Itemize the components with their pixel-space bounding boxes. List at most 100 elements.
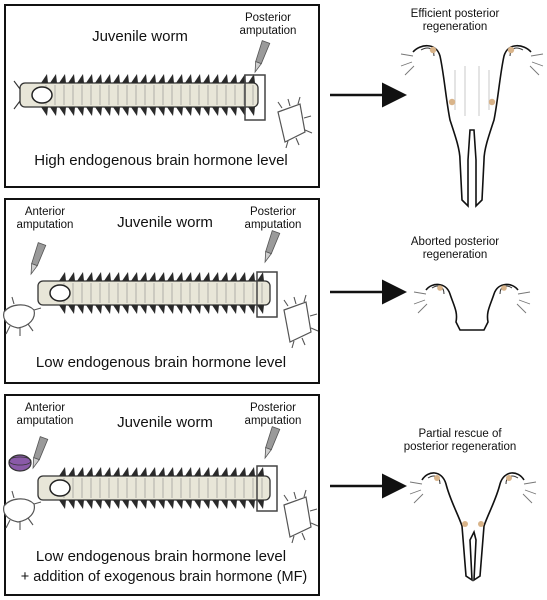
- worm-bristle: [68, 305, 75, 314]
- worm-bristle: [194, 107, 201, 116]
- worm-bristle: [77, 305, 84, 314]
- hormone-label-1: High endogenous brain hormone level: [34, 152, 288, 169]
- worm-bristle: [203, 74, 210, 83]
- worm-bristle: [104, 500, 111, 509]
- worm-bristle: [203, 467, 210, 476]
- worm-bristle: [68, 467, 75, 476]
- worm-bristle: [221, 500, 228, 509]
- petri-dish-icon: [8, 454, 32, 472]
- result-label-2: Aborted posterior regeneration: [410, 236, 500, 262]
- worm-bristle: [257, 305, 264, 314]
- worm-bristle: [131, 74, 138, 83]
- anterior-label-2: Anterior amputation: [16, 206, 74, 232]
- worm-bristle: [122, 467, 129, 476]
- severed-tail-fragment-2: [283, 294, 319, 349]
- worm-bristle: [59, 74, 66, 83]
- exogenous-label-3: + addition of exogenous brain hormone (M…: [20, 569, 308, 585]
- worm-bristle: [221, 74, 228, 83]
- worm-bristle: [212, 107, 219, 116]
- worm-bristle: [158, 305, 165, 314]
- worm-bristle: [77, 500, 84, 509]
- worm-bristle: [176, 107, 183, 116]
- worm-bristle: [50, 74, 57, 83]
- worm-bristle: [149, 467, 156, 476]
- worm-bristle: [203, 500, 210, 509]
- worm-2: [37, 272, 271, 314]
- worm-bristle: [149, 74, 156, 83]
- worm-bristle: [167, 467, 174, 476]
- worm-bristle: [203, 107, 210, 116]
- worm-body: [19, 82, 259, 108]
- worm-bristle: [104, 272, 111, 281]
- worm-bristle: [185, 272, 192, 281]
- worm-bristle: [140, 467, 147, 476]
- worm-bristle: [239, 305, 246, 314]
- worm-bristle: [86, 107, 93, 116]
- worm-3: [37, 467, 271, 509]
- worm-bristle: [77, 467, 84, 476]
- worm-bristle: [212, 74, 219, 83]
- worm-bristle: [158, 74, 165, 83]
- worm-bristle: [131, 305, 138, 314]
- anterior-label-3: Anterior amputation: [16, 402, 74, 428]
- worm-bristle: [221, 305, 228, 314]
- regenerated-tail-aborted: [413, 283, 531, 331]
- worm-bristle: [221, 272, 228, 281]
- worm-bristle: [86, 467, 93, 476]
- worm-bristle: [158, 467, 165, 476]
- worm-bristle: [167, 107, 174, 116]
- worm-bristle: [230, 107, 237, 116]
- worm-bristle: [140, 107, 147, 116]
- worm-bristle: [212, 305, 219, 314]
- worm-bristle: [230, 500, 237, 509]
- scalpel-icon: [30, 242, 47, 276]
- worm-bristle: [221, 467, 228, 476]
- severed-tail-fragment-1: [277, 96, 313, 149]
- hormone-label-2: Low endogenous brain hormone level: [35, 354, 287, 371]
- worm-bristle: [86, 74, 93, 83]
- scalpel-icon: [264, 426, 281, 460]
- posterior-label-3: Posterior amputation: [244, 402, 302, 428]
- worm-bristle: [167, 500, 174, 509]
- regenerated-tail-partial: [409, 472, 537, 582]
- worm-bristle: [230, 272, 237, 281]
- worm-antennae: [13, 80, 21, 110]
- worm-bristle: [185, 74, 192, 83]
- worm-bristle: [176, 272, 183, 281]
- posterior-label-2: Posterior amputation: [244, 206, 302, 232]
- worm-bristle: [176, 305, 183, 314]
- worm-bristle: [140, 305, 147, 314]
- worm-bristle: [104, 467, 111, 476]
- worm-bristle: [167, 74, 174, 83]
- worm-bristle: [113, 500, 120, 509]
- worm-bristle: [113, 305, 120, 314]
- worm-bristle: [248, 500, 255, 509]
- worm-bristle: [230, 74, 237, 83]
- worm-bristle: [113, 272, 120, 281]
- worm-bristle: [104, 305, 111, 314]
- worm-bristle: [140, 500, 147, 509]
- worm-bristle: [68, 74, 75, 83]
- worm-bristle: [230, 467, 237, 476]
- worm-label-2: Juvenile worm: [117, 214, 213, 231]
- worm-bristle: [41, 107, 48, 116]
- worm-label-1: Juvenile worm: [92, 28, 188, 45]
- worm-bristle: [113, 74, 120, 83]
- severed-head-fragment-3: [3, 490, 42, 530]
- worm-bristle: [59, 500, 66, 509]
- worm-bristle: [167, 272, 174, 281]
- worm-bristle: [239, 272, 246, 281]
- worm-bristle: [149, 272, 156, 281]
- worm-bristle: [149, 500, 156, 509]
- worm-bristle: [122, 305, 129, 314]
- hormone-label-3: Low endogenous brain hormone level: [35, 548, 287, 565]
- worm-bristle: [185, 305, 192, 314]
- worm-bristle: [86, 305, 93, 314]
- worm-bristle: [239, 467, 246, 476]
- worm-bristle: [95, 305, 102, 314]
- worm-bristle: [257, 467, 264, 476]
- worm-bristle: [203, 305, 210, 314]
- worm-bristle: [77, 74, 84, 83]
- worm-bristle: [59, 305, 66, 314]
- worm-bristle: [95, 272, 102, 281]
